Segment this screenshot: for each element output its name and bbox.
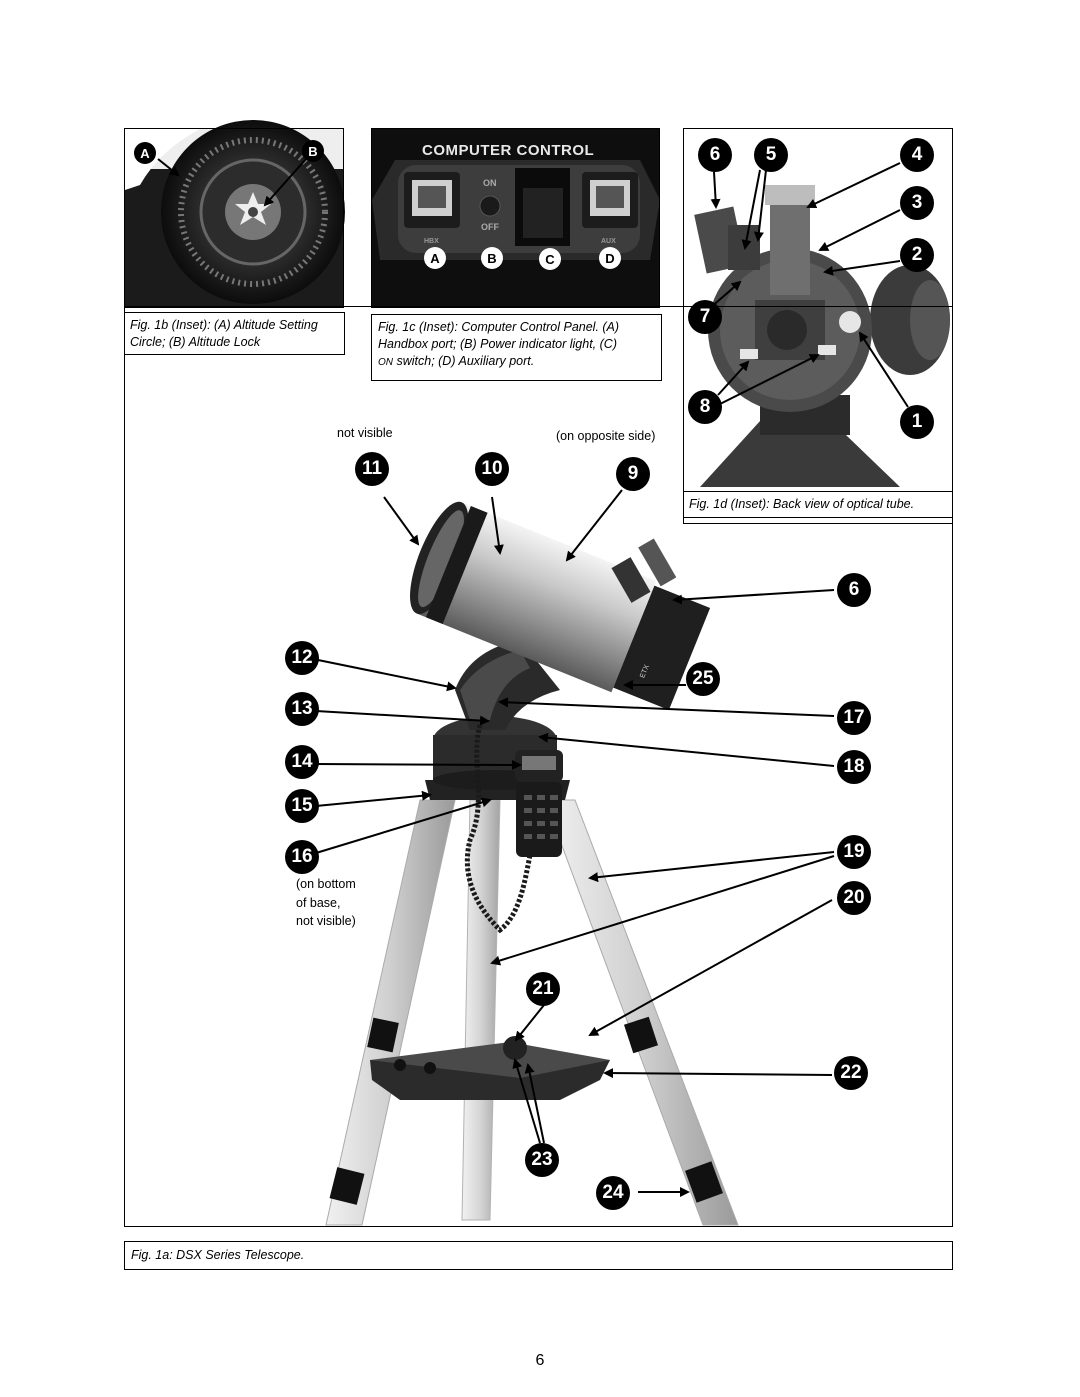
fig1d-badge-3: 3 xyxy=(900,186,934,220)
badge-17: 17 xyxy=(837,701,871,735)
badge-25: 25 xyxy=(686,662,720,696)
fig1d-badge-5: 5 xyxy=(754,138,788,172)
badge-24: 24 xyxy=(596,1176,630,1210)
leader-arrows xyxy=(157,158,909,1197)
fig1c-photo-frame xyxy=(371,128,660,308)
panel-aux-label: AUX xyxy=(601,238,616,245)
fig1b-badge-b: B xyxy=(302,140,324,162)
page-number: 6 xyxy=(535,1352,545,1369)
badge-21: 21 xyxy=(526,972,560,1006)
fig1d-badge-6: 6 xyxy=(698,138,732,172)
fig1a-caption: Fig. 1a: DSX Series Telescope. xyxy=(131,1248,305,1262)
fig1c-caption-box xyxy=(371,314,662,381)
badge-22: 22 xyxy=(834,1056,868,1090)
badge-20: 20 xyxy=(837,881,871,915)
fig1b-badge-a: A xyxy=(134,142,156,164)
fig1c-badge-b: B xyxy=(481,247,503,269)
fig1d-badge-7: 7 xyxy=(688,300,722,334)
panel-on-label: ON xyxy=(483,178,497,188)
fig1b-caption: Fig. 1b (Inset): (A) Altitude Setting Ci… xyxy=(130,318,318,349)
fig1d-badge-2: 2 xyxy=(900,238,934,272)
badge-14: 14 xyxy=(285,745,319,779)
fig1c-badge-c: C xyxy=(539,248,561,270)
fig1d-caption-box xyxy=(683,491,953,518)
badge-13: 13 xyxy=(285,692,319,726)
fig1c-badge-a: A xyxy=(424,247,446,269)
fig1c-caption-line1: Fig. 1c (Inset): Computer Control Panel.… xyxy=(378,320,620,334)
fig1d-badge-8: 8 xyxy=(688,390,722,424)
fig1c-caption-line2: Handbox port; (B) Power indicator light,… xyxy=(378,337,617,351)
fig1d-badge-4: 4 xyxy=(900,138,934,172)
badge-15: 15 xyxy=(285,789,319,823)
panel-off-label: OFF xyxy=(481,222,499,232)
badge-9: 9 xyxy=(616,457,650,491)
control-panel-photo xyxy=(372,129,660,307)
fig1c-caption-line3: ON switch; (D) Auxiliary port. xyxy=(378,353,660,371)
note-opposite-side: (on opposite side) xyxy=(556,429,656,443)
note-on-bottom-line1: (on bottom xyxy=(296,877,356,891)
panel-title: COMPUTER CONTROL xyxy=(422,142,595,159)
fig1c-caption-line3-rest: switch; (D) Auxiliary port. xyxy=(393,354,535,368)
badge-11: 11 xyxy=(355,452,389,486)
badge-18: 18 xyxy=(837,750,871,784)
brand-mark: ETX xyxy=(639,664,651,680)
fig1d-badge-1: 1 xyxy=(900,405,934,439)
main-figure-frame xyxy=(124,306,953,1227)
badge-23: 23 xyxy=(525,1143,559,1177)
fig1d-caption: Fig. 1d (Inset): Back view of optical tu… xyxy=(689,497,915,511)
fig1c-badge-d: D xyxy=(599,247,621,269)
fig1b-photo-frame xyxy=(124,128,344,308)
badge-12: 12 xyxy=(285,641,319,675)
note-not-visible: not visible xyxy=(337,426,393,440)
panel-hbx-label: HBX xyxy=(424,238,439,245)
note-opposite-side-text: on opposite side) xyxy=(560,429,656,443)
fig1b-caption-box xyxy=(124,312,345,355)
note-on-bottom-line3: not visible) xyxy=(296,914,356,928)
fig1d-frame xyxy=(683,128,953,524)
badge-10: 10 xyxy=(475,452,509,486)
badge-19: 19 xyxy=(837,835,871,869)
badge-6: 6 xyxy=(837,573,871,607)
on-prefix: ON xyxy=(378,357,393,368)
badge-16: 16 xyxy=(285,840,319,874)
note-on-bottom-line2: of base, xyxy=(296,895,341,910)
fig1c-caption: Fig. 1c (Inset): Computer Control Panel.… xyxy=(378,319,660,371)
fig1a-caption-box xyxy=(124,1241,953,1270)
note-on-bottom: (on bottom of base, not visible) xyxy=(296,875,356,931)
telescope-photo: ETX xyxy=(325,501,739,1226)
